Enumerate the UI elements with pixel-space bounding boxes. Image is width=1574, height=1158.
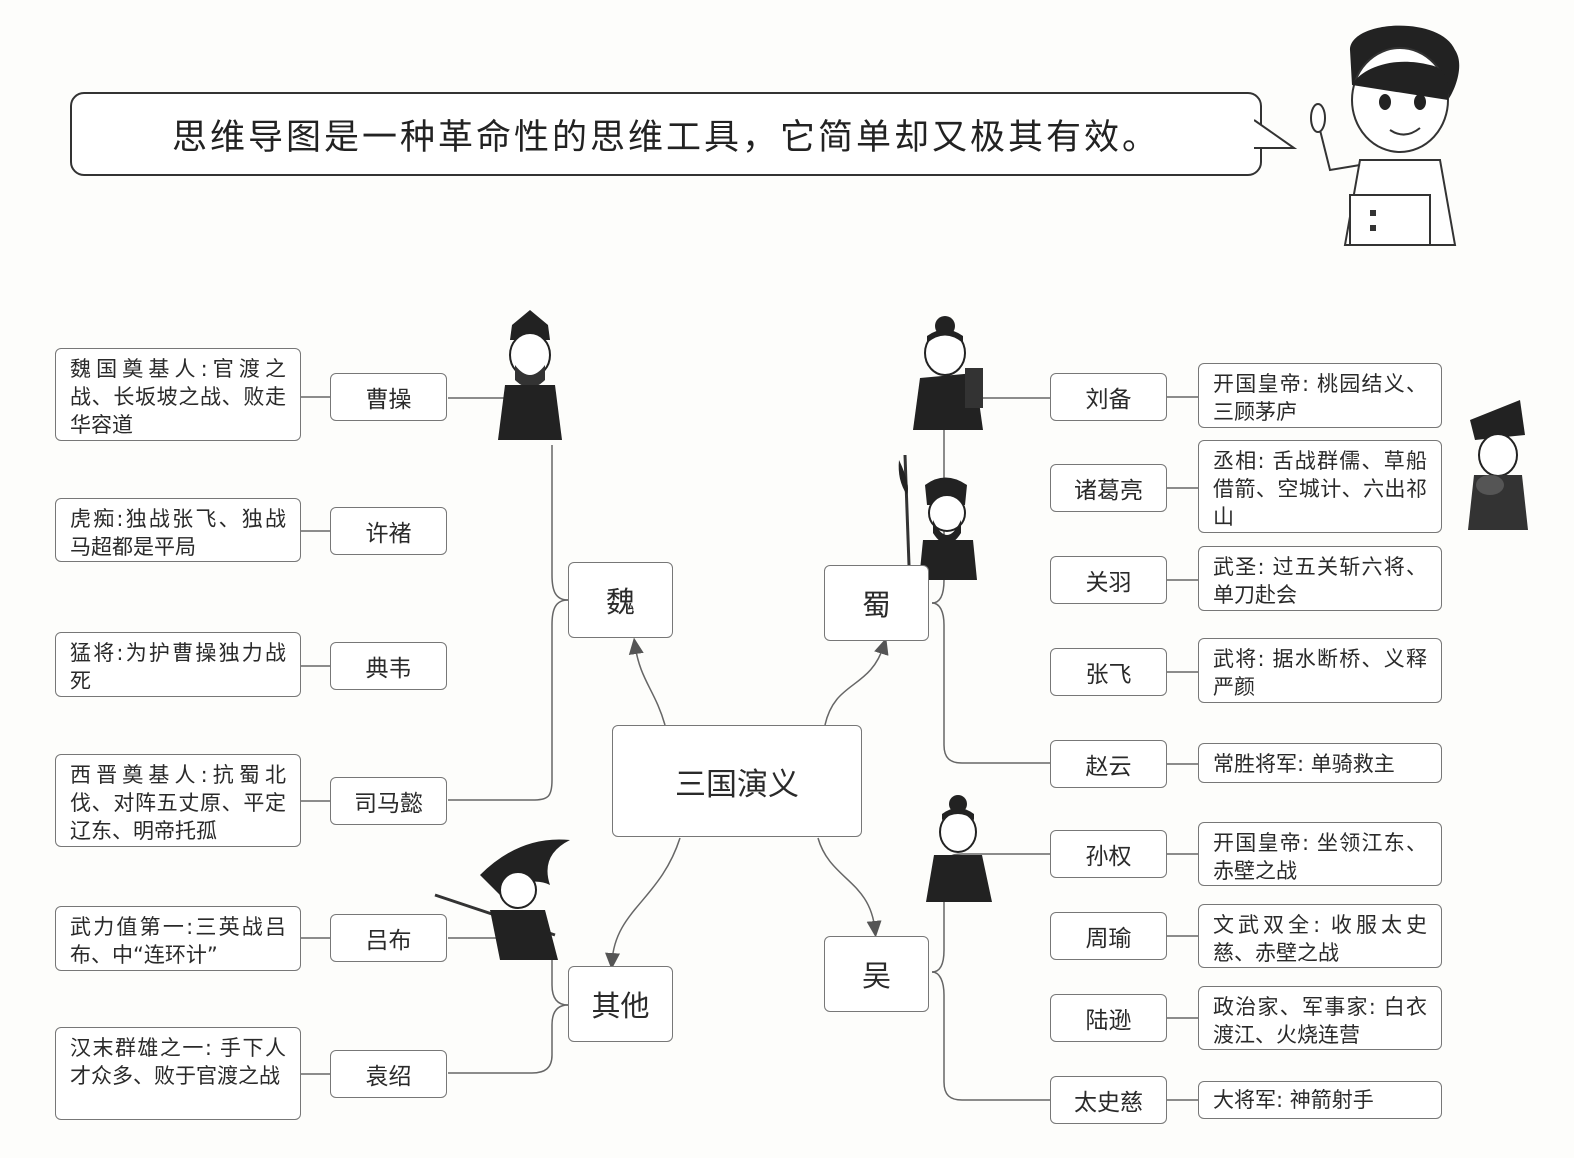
lu-bu-figure-icon [434,839,570,960]
liu-bei-figure-icon [913,316,983,430]
desc-sima-yi: 西晋奠基人:抗蜀北伐、对阵五丈原、平定辽东、明帝托孤 [55,754,301,847]
guan-yu-figure-icon [898,455,977,580]
person-taishi-ci: 太史慈 [1050,1076,1167,1124]
desc-yuan-shao: 汉末群雄之一: 手下人才众多、败于官渡之战 [55,1027,301,1120]
banner-text: 思维导图是一种革命性的思维工具，它简单却又极其有效。 [171,117,1160,158]
desc-cao-cao: 魏国奠基人:官渡之战、长坂坡之战、败走华容道 [55,348,301,441]
person-cao-cao: 曹操 [330,373,447,421]
person-zhao-yun: 赵云 [1050,740,1167,788]
kingdom-other: 其他 [568,966,673,1042]
center-topic: 三国演义 [612,725,862,837]
desc-lu-bu: 武力值第一:三英战吕布、中“连环计” [55,906,301,971]
kingdom-shu: 蜀 [824,565,929,641]
desc-lu-xun: 政治家、军事家: 白衣渡江、火烧连营 [1198,986,1442,1050]
desc-guan-yu: 武圣: 过五关斩六将、单刀赴会 [1198,546,1442,611]
zhuge-liang-figure-icon [1468,400,1528,530]
cao-cao-figure-icon [498,310,562,440]
desc-xu-chu: 虎痴:独战张飞、独战马超都是平局 [55,498,301,562]
person-zhang-fei: 张飞 [1050,648,1167,696]
person-sun-quan: 孙权 [1050,830,1167,878]
person-lu-xun: 陆逊 [1050,994,1167,1042]
person-sima-yi: 司马懿 [330,777,447,825]
person-dian-wei: 典韦 [330,642,447,690]
kingdom-wu: 吴 [824,936,929,1012]
desc-zhao-yun: 常胜将军: 单骑救主 [1198,743,1442,783]
desc-zhou-yu: 文武双全: 收服太史慈、赤壁之战 [1198,904,1442,968]
person-zhou-yu: 周瑜 [1050,912,1167,960]
person-lu-bu: 吕布 [330,914,447,962]
person-yuan-shao: 袁绍 [330,1050,447,1098]
desc-sun-quan: 开国皇帝: 坐领江东、赤壁之战 [1198,822,1442,886]
desc-taishi-ci: 大将军: 神箭射手 [1198,1081,1442,1119]
boy-pointing-icon [1310,25,1460,246]
person-guan-yu: 关羽 [1050,556,1167,604]
speech-bubble-tail [1254,119,1298,149]
desc-zhuge-liang: 丞相: 舌战群儒、草船借箭、空城计、六出祁山 [1198,440,1442,533]
sun-quan-figure-icon [926,795,992,902]
kingdom-wei: 魏 [568,562,673,638]
desc-liu-bei: 开国皇帝: 桃园结义、三顾茅庐 [1198,363,1442,428]
speech-bubble: 思维导图是一种革命性的思维工具，它简单却又极其有效。 [70,92,1262,176]
person-liu-bei: 刘备 [1050,373,1167,421]
desc-zhang-fei: 武将: 据水断桥、义释严颜 [1198,638,1442,703]
person-zhuge-liang: 诸葛亮 [1050,464,1167,512]
desc-dian-wei: 猛将:为护曹操独力战死 [55,632,301,697]
person-xu-chu: 许褚 [330,507,447,555]
